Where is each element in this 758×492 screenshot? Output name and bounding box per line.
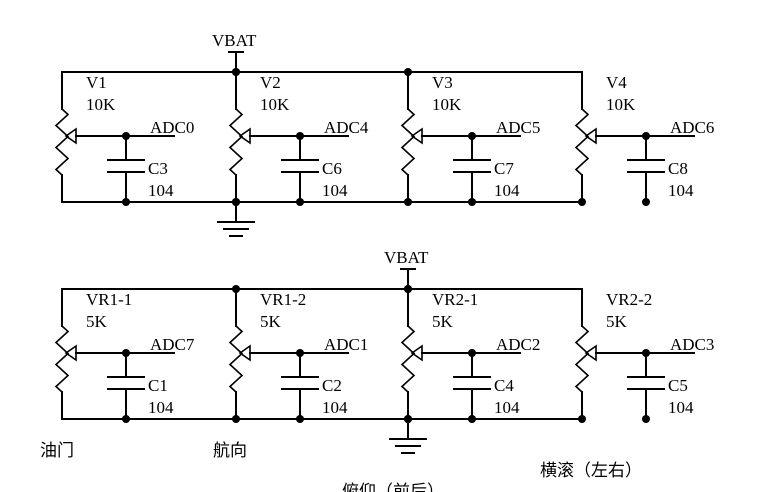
cap-ground-junction <box>296 198 304 206</box>
caption-throttle: 油门 <box>40 441 74 461</box>
cap-value: 104 <box>148 398 174 417</box>
branch-ground-junction <box>578 198 586 206</box>
cap-value: 104 <box>322 398 348 417</box>
caption-yaw: 航向 <box>213 441 247 461</box>
caption-roll: 横滚（左右） <box>540 461 642 481</box>
adc-label: ADC1 <box>324 335 368 354</box>
cap-ground-junction <box>642 198 650 206</box>
branch-top-junction <box>232 68 240 76</box>
branch-top-junction <box>232 285 240 293</box>
pot-name: V3 <box>432 73 453 92</box>
adc-label: ADC6 <box>670 118 714 137</box>
pot-name: VR1-2 <box>260 290 306 309</box>
pot-value: 10K <box>432 95 462 114</box>
potentiometer-zigzag <box>574 108 590 176</box>
cap-value: 104 <box>668 181 694 200</box>
pot-name: V4 <box>606 73 627 92</box>
adc-label: ADC0 <box>150 118 194 137</box>
pot-value: 10K <box>86 95 116 114</box>
ground-symbol <box>389 418 427 454</box>
pot-name: VR1-1 <box>86 290 132 309</box>
cap-name: C2 <box>322 376 342 395</box>
potentiometer-zigzag <box>54 108 70 176</box>
ground-symbol <box>217 201 255 237</box>
branch-ground-junction <box>578 415 586 423</box>
pot-value: 5K <box>260 312 282 331</box>
pot-name: VR2-2 <box>606 290 652 309</box>
potentiometer-zigzag <box>400 325 416 393</box>
branch-ground-junction <box>232 415 240 423</box>
adc-label: ADC4 <box>324 118 369 137</box>
cap-value: 104 <box>668 398 694 417</box>
potentiometer-zigzag <box>54 325 70 393</box>
potentiometer-zigzag <box>574 325 590 393</box>
adc-label: ADC3 <box>670 335 714 354</box>
potentiometer-zigzag <box>228 325 244 393</box>
branch-ground-junction <box>404 415 412 423</box>
adc-label: ADC7 <box>150 335 195 354</box>
cap-ground-junction <box>122 415 130 423</box>
cap-value: 104 <box>494 398 520 417</box>
pot-name: V2 <box>260 73 281 92</box>
branch-top-junction <box>404 68 412 76</box>
cap-ground-junction <box>642 415 650 423</box>
cap-name: C6 <box>322 159 342 178</box>
pot-value: 5K <box>432 312 454 331</box>
pot-name: VR2-1 <box>432 290 478 309</box>
cap-ground-junction <box>122 198 130 206</box>
branch-ground-junction <box>404 198 412 206</box>
cap-name: C4 <box>494 376 514 395</box>
cap-ground-junction <box>296 415 304 423</box>
cap-value: 104 <box>494 181 520 200</box>
caption-pitch: 俯仰（前后） <box>342 482 444 492</box>
pot-value: 5K <box>606 312 628 331</box>
supply-label: VBAT <box>384 248 429 267</box>
branch-top-junction <box>404 285 412 293</box>
supply-label: VBAT <box>212 31 257 50</box>
cap-name: C5 <box>668 376 688 395</box>
potentiometer-zigzag <box>400 108 416 176</box>
cap-value: 104 <box>322 181 348 200</box>
cap-name: C1 <box>148 376 168 395</box>
cap-value: 104 <box>148 181 174 200</box>
potentiometer-zigzag <box>228 108 244 176</box>
cap-ground-junction <box>468 198 476 206</box>
cap-name: C8 <box>668 159 688 178</box>
adc-label: ADC5 <box>496 118 540 137</box>
pot-value: 5K <box>86 312 108 331</box>
cap-ground-junction <box>468 415 476 423</box>
pot-name: V1 <box>86 73 107 92</box>
branch-ground-junction <box>232 198 240 206</box>
pot-value: 10K <box>260 95 290 114</box>
pot-value: 10K <box>606 95 636 114</box>
pot-row-bottom: VBATVR1-15KADC7C1104VR1-25KADC1C2104VR2-… <box>54 248 714 454</box>
adc-label: ADC2 <box>496 335 540 354</box>
cap-name: C3 <box>148 159 168 178</box>
cap-name: C7 <box>494 159 514 178</box>
